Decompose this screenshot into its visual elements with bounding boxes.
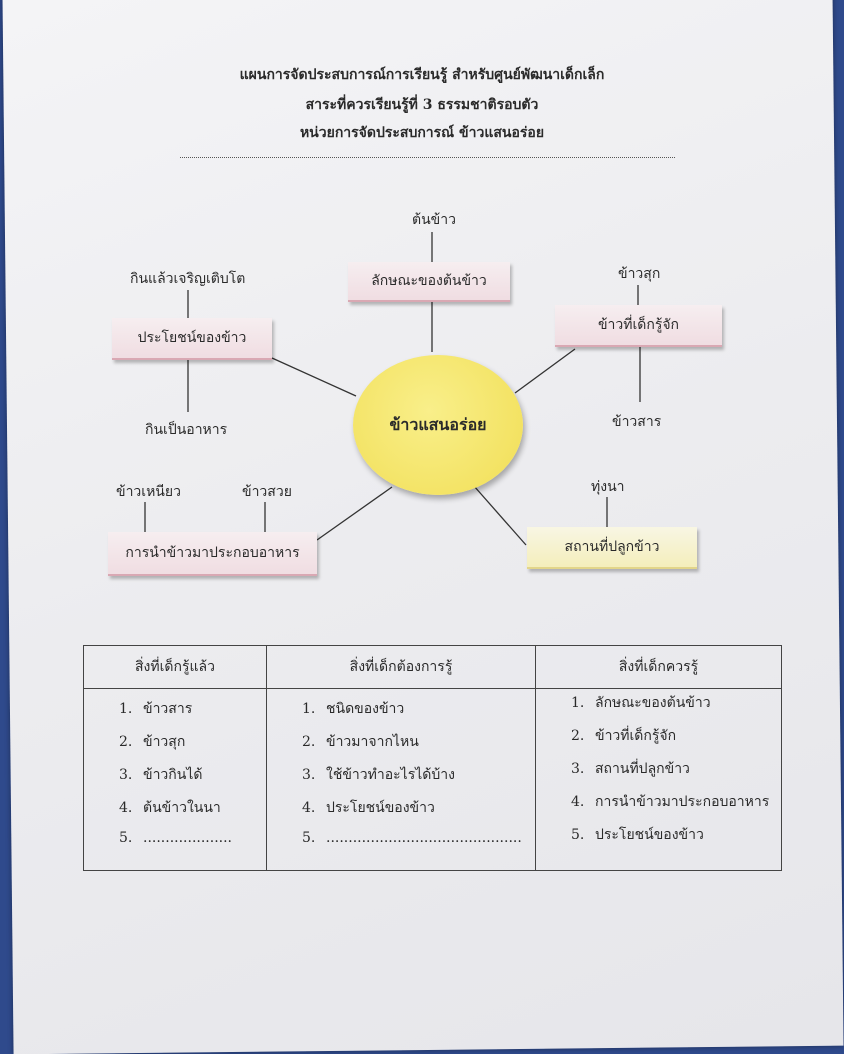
list-item: 2.ข้าวที่เด็กรู้จัก — [571, 728, 677, 744]
list-item: 1.ข้าวสาร — [119, 701, 193, 717]
header-should-know: สิ่งที่เด็กควรรู้ — [535, 645, 782, 689]
branch-characteristics: ลักษณะของต้นข้าว — [348, 262, 510, 302]
connector — [316, 486, 393, 541]
branch-planting-place: สถานที่ปลูกข้าว — [527, 527, 697, 569]
center-topic: ข้าวแสนอร่อย — [353, 355, 523, 495]
dotted-divider — [180, 157, 675, 158]
title-line-1: แผนการจัดประสบการณ์การเรียนรู้ สำหรับศูน… — [239, 67, 605, 83]
list-item: 3.สถานที่ปลูกข้าว — [571, 761, 690, 777]
list-item: 5..................... — [119, 830, 233, 846]
header-known: สิ่งที่เด็กรู้แล้ว — [83, 645, 267, 689]
branch-benefits: ประโยชน์ของข้าว — [112, 318, 272, 360]
mindmap-connectors — [144, 232, 641, 546]
list-item: 4.การนำข้าวมาประกอบอาหาร — [571, 794, 770, 810]
list-item: 3.ใช้ข้าวทำอะไรได้บ้าง — [302, 767, 455, 783]
leaf-rice-plant: ต้นข้าว — [412, 212, 456, 228]
list-item: 1.ลักษณะของต้นข้าว — [571, 695, 711, 711]
list-item: 5.ประโยชน์ของข้าว — [571, 827, 704, 843]
column-should-know: 1.ลักษณะของต้นข้าว 2.ข้าวที่เด็กรู้จัก 3… — [535, 688, 782, 871]
leaf-sticky-rice: ข้าวเหนียว — [116, 484, 181, 500]
connector — [514, 348, 576, 394]
list-item: 4.ประโยชน์ของข้าว — [302, 800, 435, 816]
list-item: 3.ข้าวกินได้ — [119, 767, 203, 783]
connector — [271, 357, 357, 397]
title-line-3: หน่วยการจัดประสบการณ์ ข้าวแสนอร่อย — [299, 125, 545, 141]
list-item: 2.ข้าวสุก — [119, 734, 186, 750]
header-want-to-know: สิ่งที่เด็กต้องการรู้ — [266, 645, 536, 689]
list-item: 5.......................................… — [302, 830, 522, 846]
list-item: 1.ชนิดของข้าว — [302, 701, 405, 717]
branch-known-rice: ข้าวที่เด็กรู้จัก — [555, 305, 722, 347]
column-known: 1.ข้าวสาร 2.ข้าวสุก 3.ข้าวกินได้ 4.ต้นข้… — [83, 688, 267, 871]
branch-cooking: การนำข้าวมาประกอบอาหาร — [108, 532, 317, 576]
leaf-rice-field: ทุ่งนา — [591, 479, 625, 495]
leaf-steamed-rice: ข้าวสวย — [242, 484, 292, 500]
list-item: 4.ต้นข้าวในนา — [119, 800, 221, 816]
leaf-raw-rice: ข้าวสาร — [612, 414, 662, 430]
column-want-to-know: 1.ชนิดของข้าว 2.ข้าวมาจากไหน 3.ใช้ข้าวทำ… — [266, 688, 536, 871]
title-line-2: สาระที่ควรเรียนรู้ที่ 3 ธรรมชาติรอบตัว — [305, 97, 539, 113]
knowledge-table: สิ่งที่เด็กรู้แล้ว สิ่งที่เด็กต้องการรู้… — [83, 645, 782, 871]
leaf-growth: กินแล้วเจริญเติบโต — [130, 271, 246, 287]
list-item: 2.ข้าวมาจากไหน — [302, 734, 419, 750]
connector — [473, 485, 527, 546]
leaf-food: กินเป็นอาหาร — [145, 422, 228, 438]
leaf-cooked-rice: ข้าวสุก — [618, 266, 661, 282]
